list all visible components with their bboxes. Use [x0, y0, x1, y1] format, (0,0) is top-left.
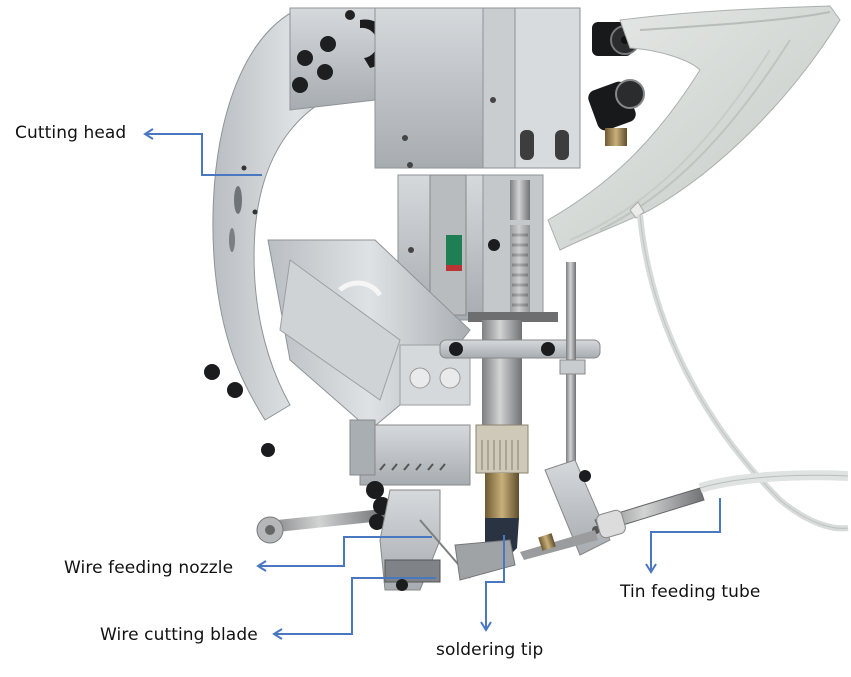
label-cutting-head: Cutting head: [15, 123, 127, 143]
label-wire-feeding-nozzle: Wire feeding nozzle: [64, 558, 234, 578]
label-wire-cutting-blade: Wire cutting blade: [100, 625, 258, 645]
label-soldering-tip: soldering tip: [436, 640, 544, 660]
label-tin-feeding-tube: Tin feeding tube: [620, 582, 761, 602]
